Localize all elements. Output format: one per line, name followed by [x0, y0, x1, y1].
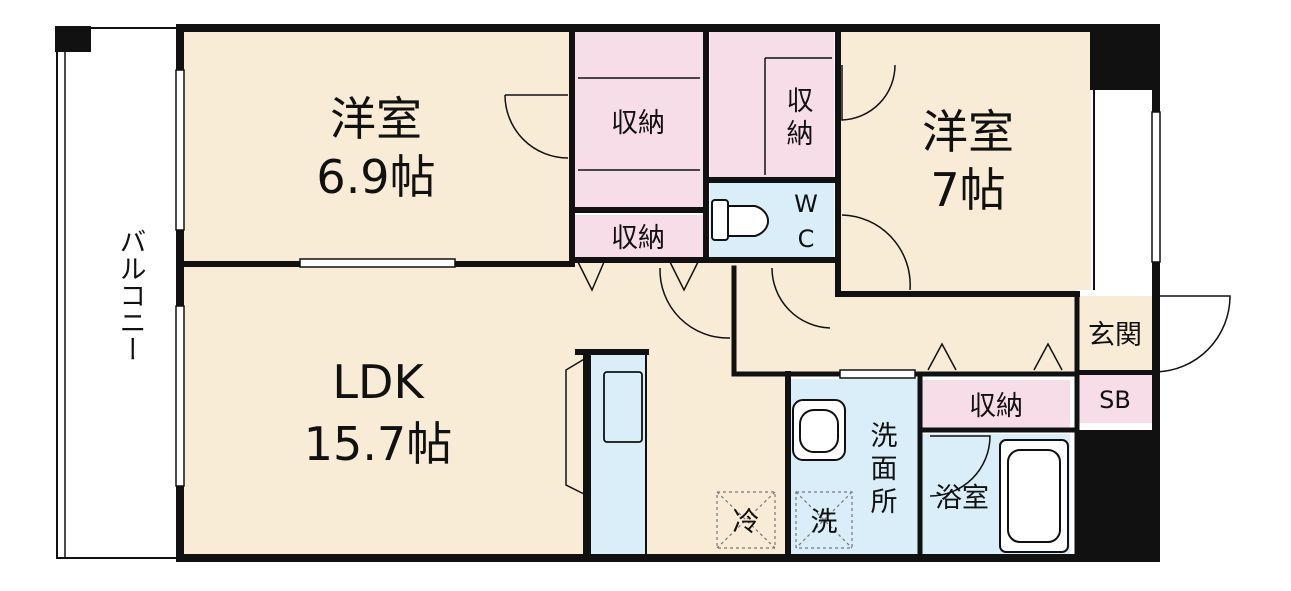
ldk-size: 15.7帖 [304, 417, 452, 471]
pipe-shaft-bottom [1077, 430, 1156, 558]
fridge-label: 冷 [733, 507, 760, 538]
washroom-label-2: 面 [871, 454, 898, 485]
storage-4-floor [922, 380, 1070, 428]
storage-label-2-bottom: 納 [787, 119, 814, 150]
storage-label-4: 収納 [969, 391, 1023, 422]
entrance-step [1077, 370, 1156, 375]
western-room-1-size: 6.9帖 [316, 150, 435, 204]
storage-shelves [578, 57, 832, 175]
washer-space-icon [795, 491, 853, 549]
ldk-name: LDK [332, 355, 425, 409]
western-room-1-name: 洋室 [330, 92, 422, 146]
western-room-2-size: 7帖 [930, 163, 1005, 217]
western-room-2-floor [838, 28, 1091, 290]
washer-label: 洗 [811, 507, 838, 538]
washroom-label-3: 所 [871, 487, 898, 518]
balcony-column [55, 26, 91, 52]
shoe-box-floor [1077, 375, 1153, 423]
sink-icon [792, 399, 846, 461]
western-room-2-name: 洋室 [922, 105, 1014, 159]
bathroom-label: 浴室 [935, 483, 989, 514]
wc-label-c: C [798, 225, 815, 253]
doors [504, 64, 1231, 497]
storage-2-floor [710, 30, 834, 178]
balcony-label: バルコニー [115, 228, 146, 363]
wc-label-w: W [794, 190, 818, 218]
western-room-1-floor [180, 28, 572, 264]
storage-3-floor [575, 215, 703, 257]
washroom-label-1: 洗 [871, 421, 898, 452]
fridge-space-icon [716, 491, 776, 549]
storage-1-floor [575, 30, 703, 208]
storage-label-1: 収納 [611, 108, 665, 139]
shoe-box-label: SB [1099, 386, 1131, 414]
toilet-icon [711, 199, 770, 241]
windows [175, 69, 1161, 487]
kitchen-counter [589, 351, 647, 556]
entrance-label: 玄関 [1088, 320, 1142, 351]
range-hood-outline [565, 357, 587, 496]
bathtub-icon [999, 439, 1069, 553]
pipe-shaft-top [1090, 28, 1156, 90]
entrance-floor [1077, 296, 1156, 372]
stove-icon [603, 371, 643, 443]
storage-label-3: 収納 [611, 223, 665, 254]
storage-label-2-top: 収 [787, 86, 814, 117]
